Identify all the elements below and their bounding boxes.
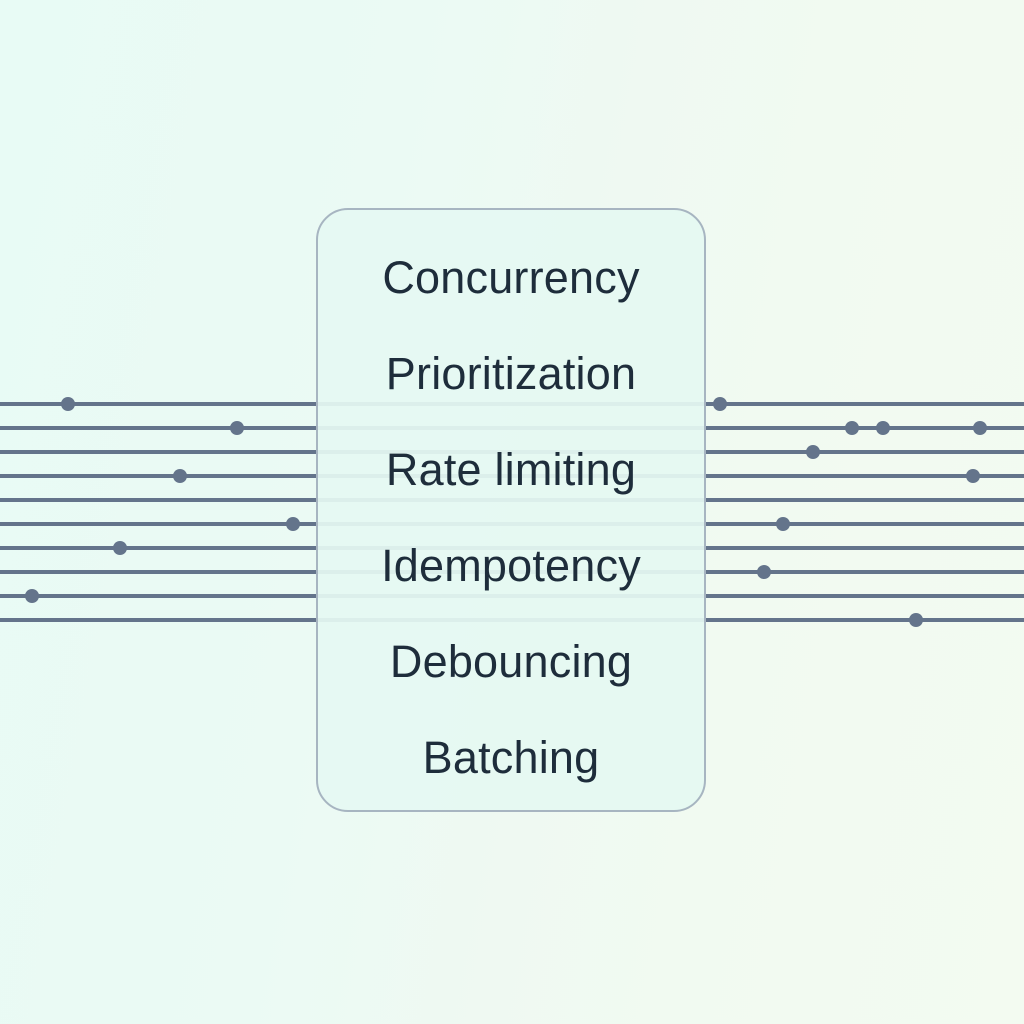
wire-dot [876, 421, 890, 435]
wire-dot [25, 589, 39, 603]
wire-dot [806, 445, 820, 459]
wire-dot [113, 541, 127, 555]
concept-label-debouncing: Debouncing [389, 636, 633, 687]
wire-dot [230, 421, 244, 435]
concept-label-concurrency: Concurrency [382, 252, 640, 303]
wire-dot [909, 613, 923, 627]
wire-dot [757, 565, 771, 579]
concept-label-prioritization: Prioritization [385, 348, 637, 399]
wire-dot [845, 421, 859, 435]
concepts-card: Concurrency Prioritization Rate limiting… [316, 208, 706, 812]
wire-dot [776, 517, 790, 531]
wire-dot [61, 397, 75, 411]
concept-label-rate-limiting: Rate limiting [385, 444, 637, 495]
concept-label-batching: Batching [422, 732, 600, 783]
wire-dot [973, 421, 987, 435]
wire-dot [286, 517, 300, 531]
concept-label-idempotency: Idempotency [381, 540, 641, 591]
wire-dot [966, 469, 980, 483]
wire-dot [713, 397, 727, 411]
wire-dot [173, 469, 187, 483]
